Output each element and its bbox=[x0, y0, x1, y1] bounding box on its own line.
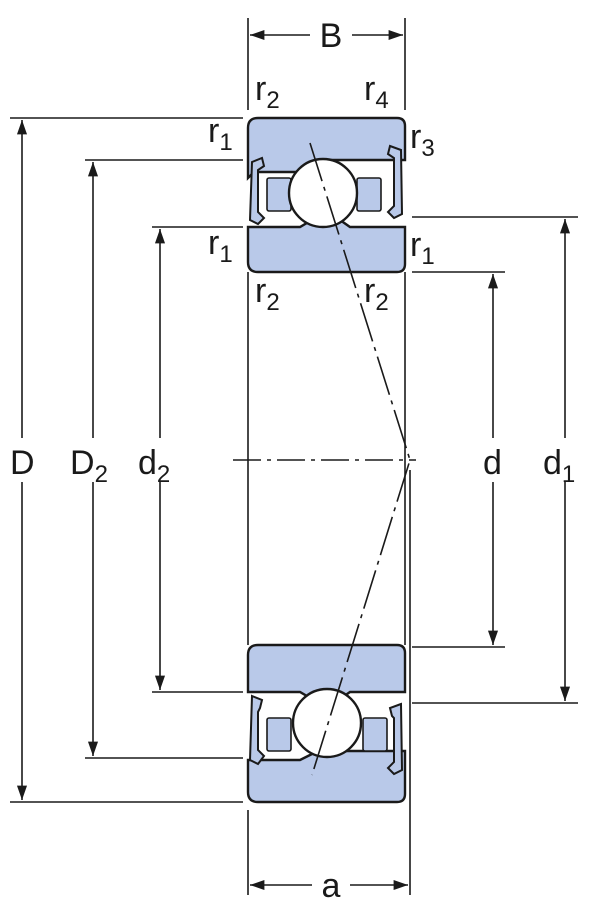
label-B: B bbox=[320, 17, 343, 55]
inner-ring-top bbox=[246, 218, 407, 274]
label-r1-inner-right: r1 bbox=[410, 226, 435, 270]
seal-top-left bbox=[248, 156, 266, 226]
cage-top-left bbox=[266, 177, 292, 212]
label-d1: d1 bbox=[543, 444, 575, 488]
outer-ring-bottom bbox=[246, 749, 407, 804]
label-r2-top-left: r2 bbox=[255, 70, 280, 114]
ball-top bbox=[287, 157, 359, 229]
seal-bottom-left bbox=[248, 694, 266, 766]
label-r1-outer-left: r1 bbox=[208, 112, 233, 156]
contact-angle-line bbox=[309, 142, 411, 776]
label-d: d bbox=[483, 444, 502, 482]
label-d2: d2 bbox=[138, 444, 170, 488]
label-r2-bottom-left: r2 bbox=[255, 272, 280, 316]
label-r2-bottom-right: r2 bbox=[364, 272, 389, 316]
seal-top-right bbox=[386, 144, 404, 220]
label-a: a bbox=[322, 867, 341, 905]
label-r1-inner-left: r1 bbox=[208, 224, 233, 268]
extension-lines bbox=[10, 18, 578, 895]
cage-top-right bbox=[356, 177, 382, 212]
label-r4-top-right: r4 bbox=[364, 70, 389, 114]
label-D: D bbox=[10, 444, 35, 482]
label-r3-outer-right: r3 bbox=[410, 118, 435, 162]
cage-bottom-right bbox=[362, 717, 388, 752]
label-D2: D2 bbox=[70, 444, 108, 488]
seal-bottom-right bbox=[386, 702, 404, 776]
cage-bottom-left bbox=[266, 717, 292, 752]
ball-bottom bbox=[291, 687, 363, 759]
bearing-section bbox=[246, 116, 407, 804]
